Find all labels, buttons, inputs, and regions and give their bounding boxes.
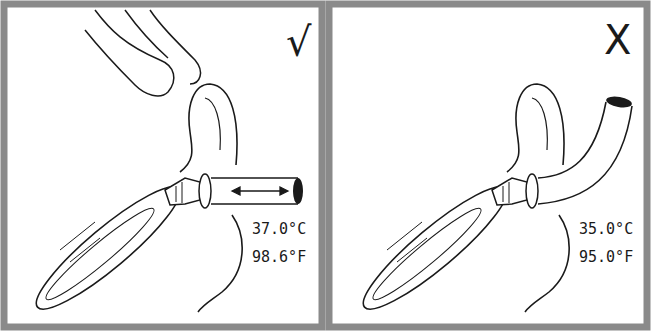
hand-fingers [125,10,200,84]
ear-thermometer [25,84,242,322]
ear-canal-end [293,178,303,204]
panel-frame [4,4,322,327]
check-mark: √ [286,22,312,62]
temperature-reading: 95.0°F [579,250,633,265]
temperature-reading: 98.6°F [252,250,306,265]
panel-frame [329,4,647,327]
ear-canal [211,178,298,204]
double-arrow [232,187,288,195]
ear-thermometer [352,84,569,322]
temperature-reading: 37.0°C [252,222,306,237]
temperature-reading: 35.0°C [579,222,633,237]
ear-canal [538,102,632,204]
ear-canal-end [605,95,632,109]
cross-mark: X [604,20,631,60]
